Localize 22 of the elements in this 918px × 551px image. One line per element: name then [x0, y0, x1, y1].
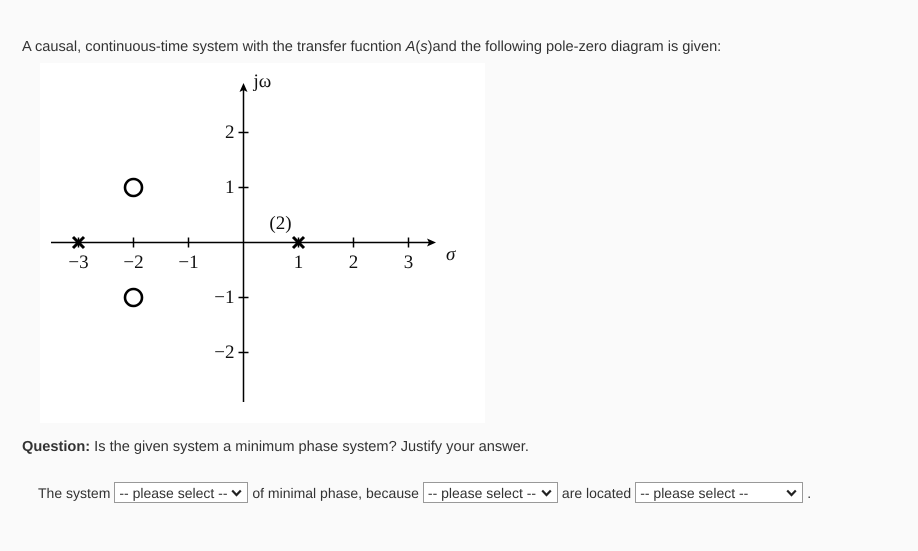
- tick-label: 3: [404, 252, 414, 272]
- tick-label: 2: [348, 252, 358, 272]
- sentence-text: .: [807, 484, 812, 500]
- sentence-text: are located: [562, 484, 632, 500]
- dropdown-select: -- please select --: [422, 482, 558, 503]
- tick-label: 2: [225, 122, 234, 142]
- tick-label: −1: [178, 252, 199, 272]
- axis-label: jω: [254, 72, 272, 92]
- tick-label: −2: [214, 342, 234, 362]
- multiplicity-label: (2): [269, 214, 292, 234]
- sentence-text: of minimal phase, because: [252, 484, 419, 500]
- tick-label: −2: [123, 252, 144, 272]
- tick-label: −3: [68, 252, 89, 272]
- dropdown-select: -- please select --: [114, 482, 248, 503]
- axis-label: σ: [446, 244, 456, 264]
- tick-label: 1: [225, 178, 234, 198]
- dropdown-select: -- please select --: [635, 482, 804, 503]
- tick-label: −1: [214, 288, 234, 308]
- sentence-text: The system: [38, 484, 110, 500]
- paragraph-text: Question: Is the given system a minimum phase system? Justify your answer.: [22, 438, 529, 456]
- tick-label: 1: [294, 252, 304, 272]
- paragraph-text: A causal, continuous-time system with the transfer fucntion A(s)and the following pole-zero diagram is given:: [22, 38, 722, 56]
